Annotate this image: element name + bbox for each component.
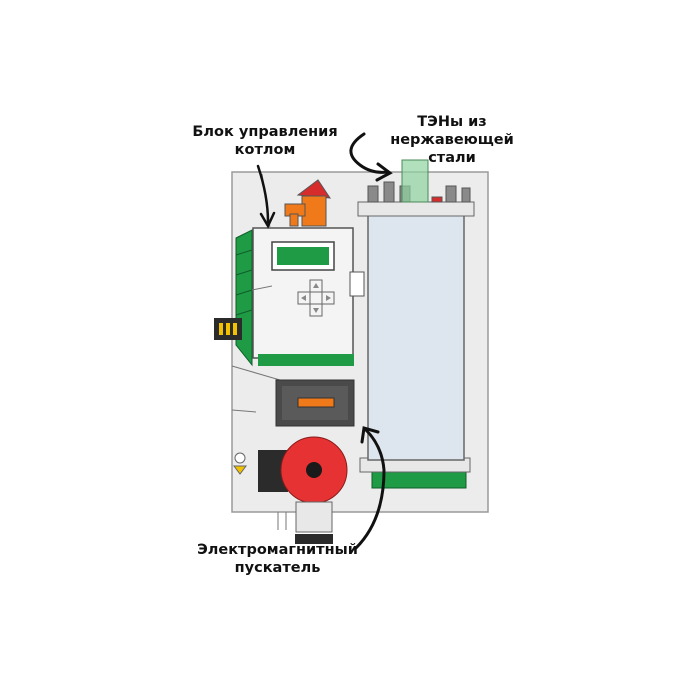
control-display — [277, 247, 329, 265]
circulation-pump — [233, 436, 348, 544]
label-heaters-line-2: нержавеющей — [390, 132, 514, 148]
label-control-unit-line-1: Блок управления — [192, 124, 338, 140]
arrow-contactor — [354, 426, 386, 550]
heater-tank — [357, 159, 475, 489]
label-heaters-line-3: стали — [428, 150, 476, 166]
label-heaters: ТЭНы из нержавеющей стали — [382, 113, 522, 167]
label-contactor: Электромагнитный пускатель — [185, 541, 370, 577]
side-connector — [214, 318, 242, 340]
green-heatsink — [235, 229, 253, 367]
label-control-unit-line-2: котлом — [234, 142, 296, 158]
relay-orange — [284, 179, 331, 227]
contactor-indicator — [297, 397, 335, 408]
heater-terminals — [367, 159, 471, 203]
control-unit — [252, 227, 365, 366]
d-pad — [297, 279, 335, 317]
label-heaters-line-1: ТЭНы из — [417, 114, 487, 130]
contactor — [275, 379, 355, 427]
arrow-control-unit — [256, 164, 276, 229]
arrow-heaters — [349, 132, 393, 182]
label-contactor-line-1: Электромагнитный — [197, 542, 358, 558]
label-control-unit: Блок управления котлом — [190, 123, 340, 159]
label-contactor-line-2: пускатель — [234, 560, 321, 576]
